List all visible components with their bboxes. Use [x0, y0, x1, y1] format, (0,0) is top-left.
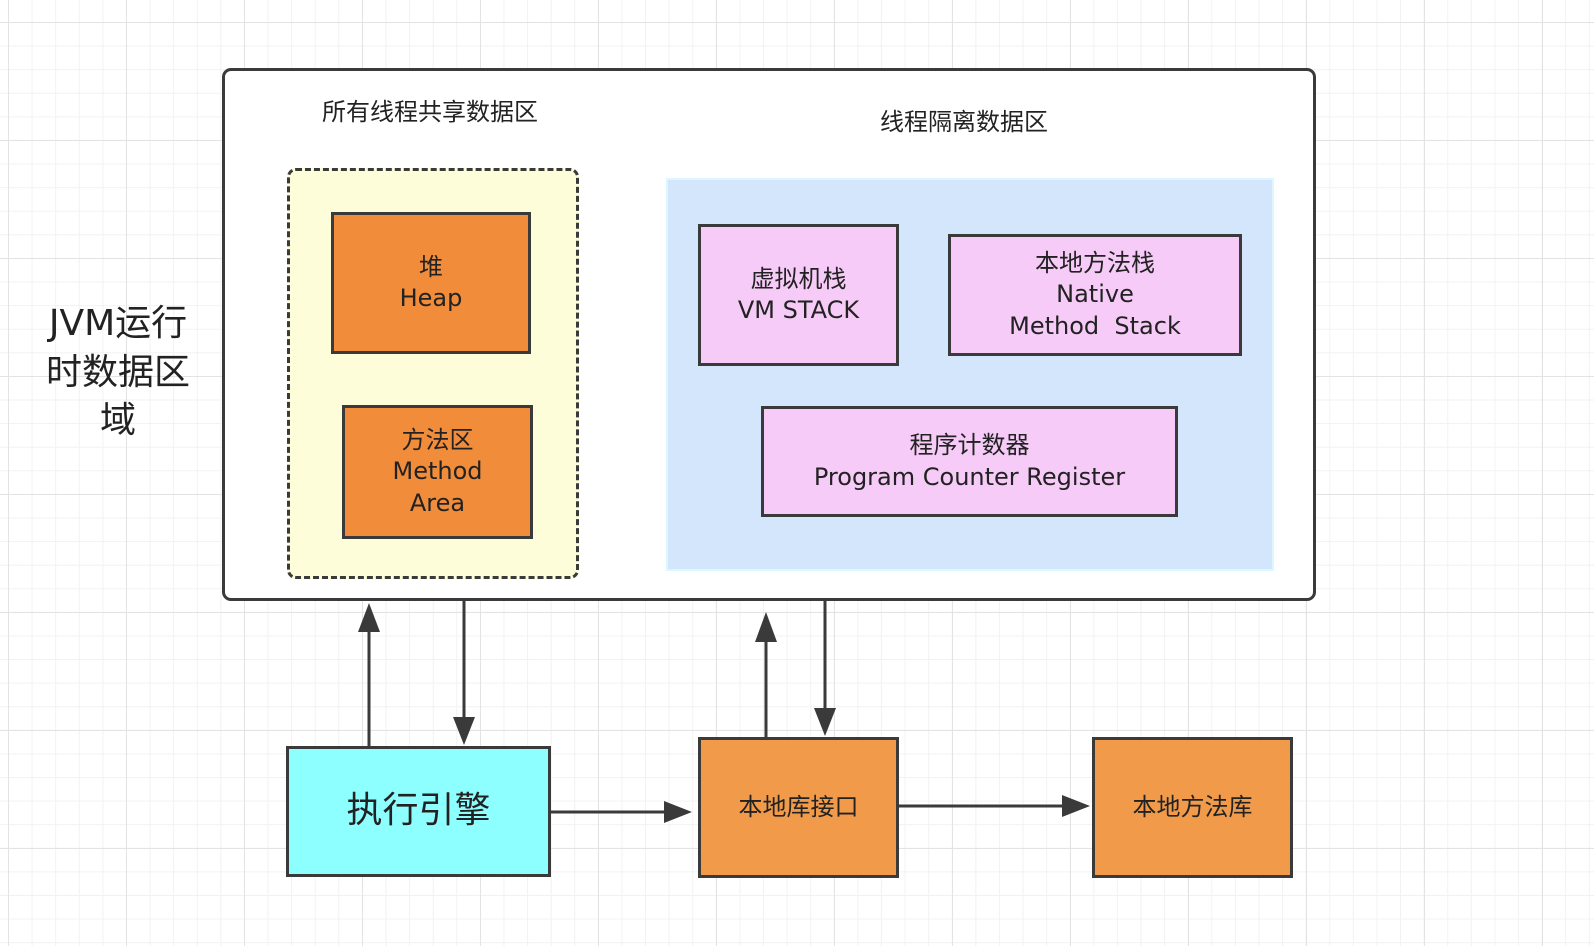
native-interface-label: 本地库接口	[738, 792, 859, 821]
method-area-label-en-2: Area	[409, 488, 466, 517]
shared-area-title: 所有线程共享数据区	[322, 98, 538, 126]
program-counter-box: 程序计数器 Program Counter Register	[761, 406, 1178, 517]
isolated-area-title: 线程隔离数据区	[880, 108, 1048, 136]
native-library-label: 本地方法库	[1132, 792, 1253, 821]
vm-stack-box: 虚拟机栈 VM STACK	[698, 224, 899, 366]
native-interface-box: 本地库接口	[698, 737, 899, 878]
program-counter-label-zh: 程序计数器	[909, 431, 1030, 460]
method-area-label-zh: 方法区	[401, 426, 474, 455]
method-area-box: 方法区 Method Area	[342, 405, 533, 539]
heap-label-en: Heap	[399, 284, 463, 312]
native-stack-label-zh: 本地方法栈	[1035, 249, 1155, 278]
arrowhead-interface-to-library	[1062, 795, 1090, 817]
method-area-label-en-1: Method	[392, 457, 483, 486]
heap-box: 堆 Heap	[331, 212, 531, 354]
side-title-line-3: 域	[99, 400, 136, 442]
execution-engine-box: 执行引擎	[286, 746, 551, 877]
vm-stack-label-en: VM STACK	[737, 296, 860, 324]
native-method-stack-box: 本地方法栈 Native Method Stack	[948, 234, 1242, 356]
native-stack-label-en-2: Method Stack	[1009, 311, 1181, 340]
execution-engine-label: 执行引擎	[346, 790, 491, 832]
side-title-line-1: JVM运行	[48, 303, 188, 344]
heap-label-zh: 堆	[419, 252, 443, 281]
program-counter-label-en: Program Counter Register	[813, 462, 1126, 491]
arrowhead-runtime-to-interface	[814, 708, 836, 736]
arrowhead-interface-to-runtime	[755, 612, 777, 642]
arrowhead-engine-to-runtime	[358, 603, 380, 632]
vm-stack-label-zh: 虚拟机栈	[750, 264, 847, 293]
diagram-side-title: JVM运行 时数据区 域	[30, 300, 206, 446]
arrowhead-engine-to-interface	[664, 801, 692, 823]
arrowhead-runtime-to-engine	[453, 717, 475, 745]
side-title-line-2: 时数据区	[45, 351, 190, 393]
native-library-box: 本地方法库	[1092, 737, 1293, 878]
native-stack-label-en-1: Native	[1056, 280, 1134, 309]
